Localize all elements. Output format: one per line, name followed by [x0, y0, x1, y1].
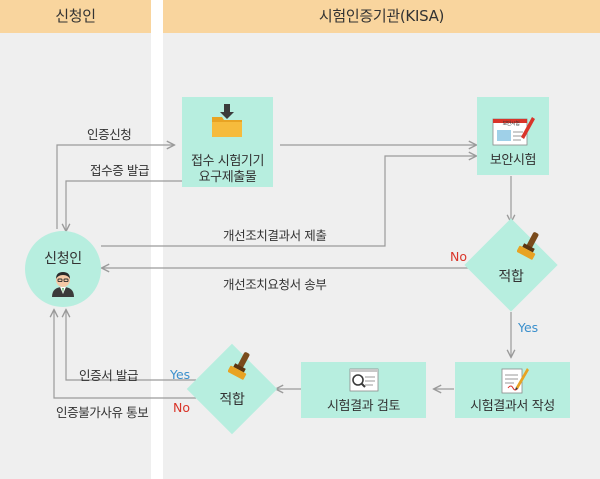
edge-label-corrective-submit: 개선조치결과서 제출: [223, 228, 327, 243]
applicant-node[interactable]: 신청인: [25, 231, 101, 307]
agency-column-header: 시험인증기관(KISA): [163, 0, 600, 33]
result-review-node[interactable]: 시험결과 검토: [301, 362, 426, 418]
edge-label-corrective-request: 개선조치요청서 송부: [223, 277, 327, 292]
test-document-icon: [492, 117, 535, 146]
edge-receipt-issue: [66, 180, 182, 231]
security-test-doc-title: 보안시험: [502, 121, 520, 127]
edge-label-apply: 인증신청: [87, 127, 132, 142]
yes-label-2: Yes: [170, 367, 191, 382]
edge-label-receipt-issue: 접수증 발급: [90, 163, 150, 178]
result-review-label: 시험결과 검토: [326, 399, 401, 414]
applicant-node-label: 신청인: [44, 251, 82, 267]
yes-label-1: Yes: [518, 320, 539, 335]
receipt-label-line2: 요구제출물: [198, 170, 257, 185]
stamp-icon: [228, 352, 250, 380]
no-label-1: No: [450, 249, 467, 264]
pass-decision-2-label: 적합: [219, 392, 245, 408]
report-writing-node[interactable]: 시험결과서 작성: [455, 362, 570, 418]
no-label-2: No: [173, 400, 190, 415]
security-test-label: 보안시험: [489, 153, 537, 168]
folder-download-icon: [212, 104, 242, 137]
edge-corrective-submit: [101, 156, 476, 247]
edge-apply: [56, 145, 174, 229]
edge-label-cert-issue: 인증서 발급: [79, 368, 139, 383]
stamp-icon: [517, 232, 539, 260]
edge-cert-issue: [66, 310, 196, 381]
applicant-column-header: 신청인: [0, 0, 151, 33]
receipt-node[interactable]: 접수 시험기기 요구제출물: [182, 97, 273, 187]
edit-document-icon: [501, 368, 529, 394]
magnifier-document-icon: [349, 368, 379, 392]
report-writing-label: 시험결과서 작성: [470, 399, 555, 414]
receipt-label-line1: 접수 시험기기: [190, 154, 265, 169]
pass-decision-1-label: 적합: [498, 269, 524, 285]
edge-reject-notice: [54, 310, 196, 399]
security-test-node[interactable]: 보안시험 보안시험: [477, 97, 549, 175]
edge-label-reject-notice: 인증불가사유 통보: [56, 405, 149, 420]
person-icon: [52, 272, 74, 297]
